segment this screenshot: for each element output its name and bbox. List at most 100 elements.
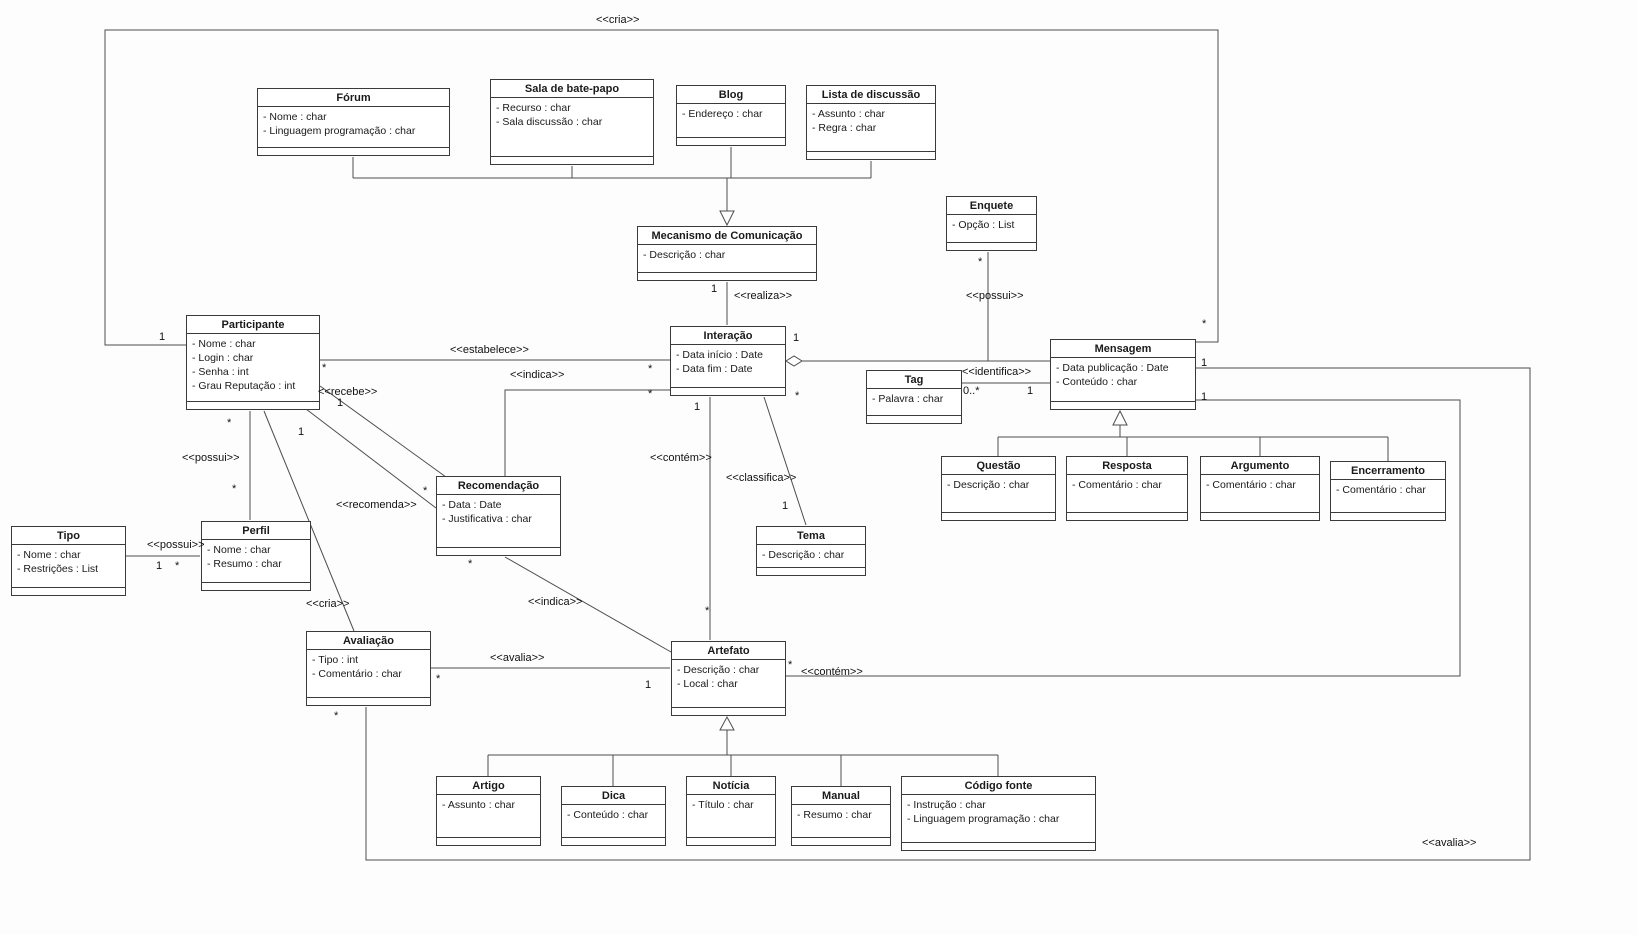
class-blog: Blog - Endereço : char [676, 85, 786, 146]
stereotype-label-indica-artefato: <<indica>> [528, 596, 583, 608]
class-operations-compartment [258, 148, 449, 155]
multiplicity-label: * [705, 605, 710, 617]
class-operations-compartment [12, 588, 125, 595]
multiplicity-label: 1 [298, 426, 305, 438]
class-attribute: - Tipo : int [312, 654, 359, 666]
class-attributes: - Tipo : int - Comentário : char [307, 650, 430, 698]
class-title: Manual [792, 787, 890, 805]
generalization-arrow [1112, 409, 1128, 426]
class-attribute: - Descrição : char [677, 664, 760, 676]
class-title: Recomendação [437, 477, 560, 495]
multiplicity-label: 1 [156, 560, 163, 572]
class-attribute: - Descrição : char [762, 549, 845, 561]
class-title: Sala de bate-papo [491, 80, 653, 98]
generalization-bus-artefato [487, 730, 999, 787]
class-operations-compartment [562, 838, 665, 845]
class-title: Encerramento [1331, 462, 1445, 480]
class-operations-compartment [437, 838, 540, 845]
class-attributes: - Descrição : char [638, 245, 816, 273]
class-interacao: Interação - Data início : Date - Data fi… [670, 326, 786, 396]
class-title: Dica [562, 787, 665, 805]
generalization-bus-communication [352, 147, 872, 211]
class-attribute: - Nome : char [17, 549, 81, 561]
class-attribute: - Comentário : char [1206, 479, 1296, 491]
generalization-arrow [719, 210, 735, 227]
class-title: Fórum [258, 89, 449, 107]
multiplicity-label: * [648, 388, 653, 400]
multiplicity-label: 1 [782, 500, 789, 512]
class-title: Argumento [1201, 457, 1319, 475]
stereotype-label-possui-tipo: <<possui>> [147, 539, 205, 551]
generalization-bus-mensagem [997, 425, 1389, 462]
class-attributes: - Assunto : char - Regra : char [807, 104, 935, 152]
class-attribute: - Resumo : char [797, 809, 872, 821]
edge-classifica [763, 396, 807, 526]
stereotype-label-possui-perfil: <<possui>> [182, 452, 240, 464]
multiplicity-label: * [423, 485, 428, 497]
class-operations-compartment [807, 152, 935, 159]
class-title: Artigo [437, 777, 540, 795]
class-attribute: - Palavra : char [872, 393, 944, 405]
class-attributes: - Nome : char - Restrições : List [12, 545, 125, 588]
class-recomendacao: Recomendação - Data : Date - Justificati… [436, 476, 561, 556]
class-attribute: - Senha : int [192, 366, 249, 378]
class-attributes: - Comentário : char [1331, 480, 1445, 513]
multiplicity-label: * [227, 417, 232, 429]
stereotype-label-classifica: <<classifica>> [726, 472, 797, 484]
class-attributes: - Recurso : char - Sala discussão : char [491, 98, 653, 157]
class-operations-compartment [1067, 513, 1187, 520]
class-title: Perfil [202, 522, 310, 540]
class-attribute: - Nome : char [263, 111, 327, 123]
multiplicity-label: 1 [645, 679, 652, 691]
class-operations-compartment [671, 388, 785, 395]
stereotype-label-contem: <<contém>> [650, 452, 712, 464]
class-attributes: - Opção : List [947, 215, 1036, 243]
class-questao: Questão - Descrição : char [941, 456, 1056, 521]
class-tema: Tema - Descrição : char [756, 526, 866, 576]
class-attribute: - Comentário : char [312, 668, 402, 680]
class-operations-compartment [687, 838, 775, 845]
class-attributes: - Palavra : char [867, 389, 961, 416]
stereotype-label-avalia-loop: <<avalia>> [1422, 837, 1477, 849]
multiplicity-label: 1 [337, 397, 344, 409]
class-forum: Fórum - Nome : char - Linguagem programa… [257, 88, 450, 156]
class-enquete: Enquete - Opção : List [946, 196, 1037, 251]
multiplicity-label: * [1202, 318, 1207, 330]
multiplicity-label: 1 [1027, 385, 1034, 397]
class-attributes: - Assunto : char [437, 795, 540, 838]
class-attribute: - Nome : char [207, 544, 271, 556]
edge-contem-loop [786, 399, 1461, 677]
class-title: Blog [677, 86, 785, 104]
class-title: Interação [671, 327, 785, 345]
stereotype-label-contem-loop: <<contém>> [801, 666, 863, 678]
multiplicity-label: * [175, 560, 180, 572]
class-tipo: Tipo - Nome : char - Restrições : List [11, 526, 126, 596]
multiplicity-label: * [795, 390, 800, 402]
class-title: Avaliação [307, 632, 430, 650]
class-attributes: - Endereço : char [677, 104, 785, 138]
class-title: Lista de discussão [807, 86, 935, 104]
multiplicity-label: * [468, 558, 473, 570]
class-attributes: - Nome : char - Linguagem programação : … [258, 107, 449, 148]
multiplicity-label: * [232, 483, 237, 495]
class-title: Resposta [1067, 457, 1187, 475]
class-attribute: - Data início : Date [676, 349, 763, 361]
class-attributes: - Descrição : char - Local : char [672, 660, 785, 708]
class-mensagem: Mensagem - Data publicação : Date - Cont… [1050, 339, 1196, 410]
class-operations-compartment [677, 138, 785, 145]
stereotype-label-estabelece: <<estabelece>> [450, 344, 529, 356]
class-attribute: - Data publicação : Date [1056, 362, 1169, 374]
class-attributes: - Descrição : char [757, 545, 865, 568]
class-operations-compartment [947, 243, 1036, 250]
class-artefato: Artefato - Descrição : char - Local : ch… [671, 641, 786, 716]
class-attribute: - Restrições : List [17, 563, 99, 575]
class-operations-compartment [1201, 513, 1319, 520]
class-avaliacao: Avaliação - Tipo : int - Comentário : ch… [306, 631, 431, 706]
class-attribute: - Comentário : char [1336, 484, 1426, 496]
stereotype-label-recomenda: <<recomenda>> [336, 499, 417, 511]
multiplicity-label: * [436, 673, 441, 685]
class-title: Mecanismo de Comunicação [638, 227, 816, 245]
class-title: Artefato [672, 642, 785, 660]
class-title: Código fonte [902, 777, 1095, 795]
multiplicity-label: 1 [711, 283, 718, 295]
